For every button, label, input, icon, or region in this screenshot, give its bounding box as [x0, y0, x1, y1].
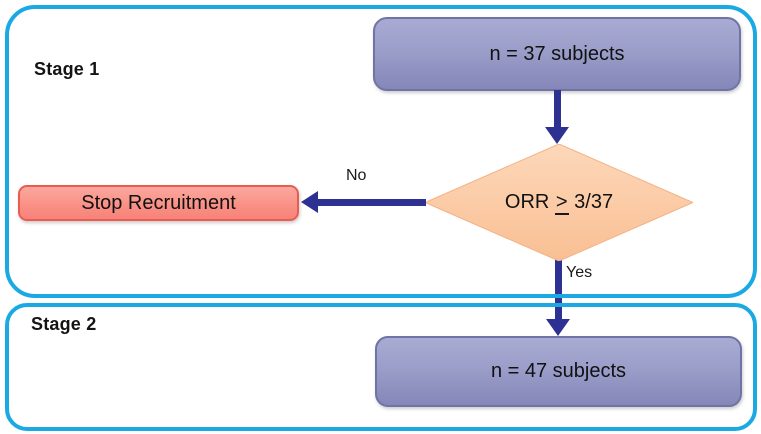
stage2-panel: Stage 2 [5, 303, 757, 431]
n37-label: n = 37 subjects [489, 42, 625, 65]
n37-to-decision-arrow-head [545, 127, 569, 144]
yes-edge-label: Yes [566, 264, 593, 281]
node-stop-recruitment: Stop Recruitment [18, 185, 299, 221]
decision-label: ORR > 3/37 [504, 191, 614, 215]
node-n47-subjects: n = 47 subjects [375, 336, 742, 407]
decision-gte-operator: > [554, 191, 569, 215]
stage1-panel: Stage 1 [5, 5, 757, 298]
decision-diamond-shape [425, 144, 693, 261]
yes-arrow-head [546, 319, 570, 336]
stage1-label: Stage 1 [34, 59, 100, 79]
n37-to-decision-arrow-shaft [554, 90, 561, 129]
stop-label: Stop Recruitment [81, 191, 236, 214]
yes-arrow-shaft [555, 258, 562, 322]
no-edge-label: No [346, 167, 367, 184]
node-n37-subjects: n = 37 subjects [373, 17, 741, 91]
decision-label-prefix: ORR [504, 191, 555, 213]
node-decision-orr: ORR > 3/37 [425, 144, 693, 261]
n47-label: n = 47 subjects [490, 360, 627, 382]
decision-label-suffix: 3/37 [568, 191, 614, 213]
no-arrow-head [301, 191, 318, 213]
no-arrow-shaft [316, 199, 426, 206]
stage2-label: Stage 2 [31, 314, 97, 334]
